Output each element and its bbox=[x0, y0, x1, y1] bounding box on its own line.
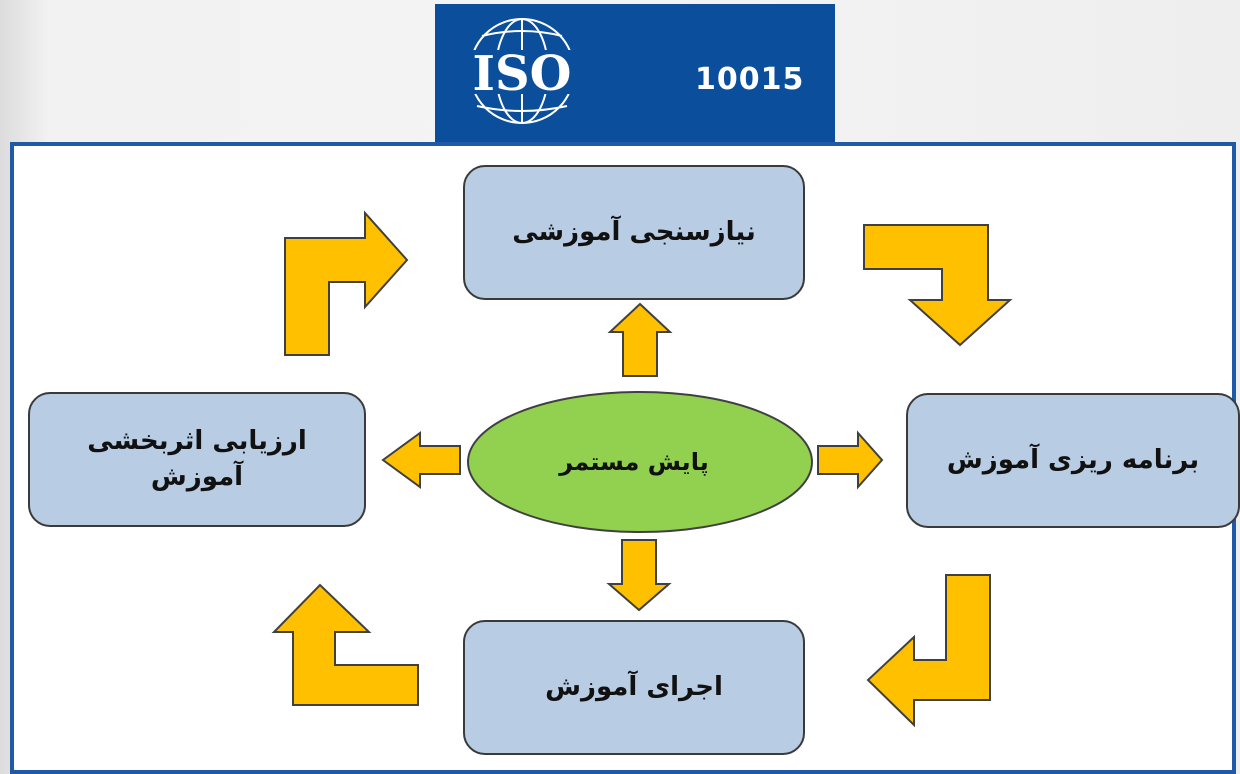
center-ellipse bbox=[467, 391, 813, 533]
center-label: پایش مستمر bbox=[559, 448, 709, 476]
corner-arrow-bottom-left bbox=[271, 583, 419, 706]
corner-arrow-bottom-right bbox=[866, 574, 991, 728]
node-needs-assessment: نیازسنجی آموزشی bbox=[463, 165, 805, 300]
node-planning: برنامه ریزی آموزش bbox=[906, 393, 1240, 528]
center-arrow-left bbox=[381, 431, 461, 489]
center-arrow-right bbox=[817, 430, 884, 490]
corner-arrow-top-right bbox=[863, 224, 1013, 347]
iso-logo: ISO bbox=[455, 18, 589, 124]
center-arrow-down bbox=[606, 539, 672, 612]
standard-number: 10015 bbox=[695, 62, 805, 97]
iso-logo-text: ISO bbox=[473, 46, 572, 102]
iso-banner: ISO 10015 bbox=[435, 4, 835, 142]
corner-arrow-top-left bbox=[284, 210, 409, 356]
center-arrow-up bbox=[607, 302, 673, 377]
node-execution: اجرای آموزش bbox=[463, 620, 805, 755]
node-evaluation: ارزیابی اثربخشی آموزش bbox=[28, 392, 366, 527]
